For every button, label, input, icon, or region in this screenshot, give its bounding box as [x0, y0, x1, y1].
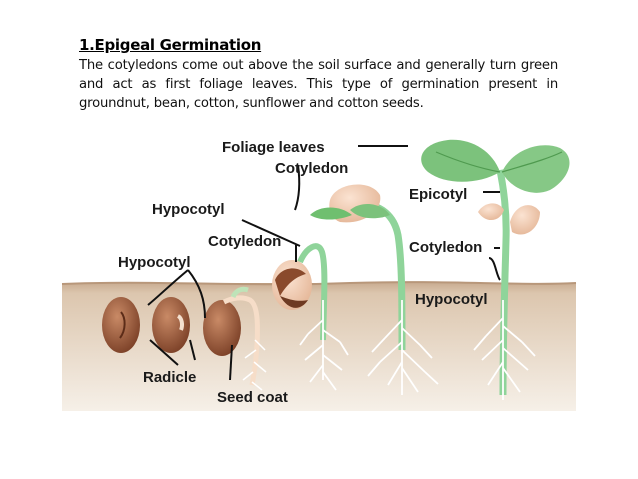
section-title: 1.Epigeal Germination — [79, 36, 262, 54]
label-hypocotyl-right: Hypocotyl — [415, 291, 488, 308]
label-seed-coat: Seed coat — [217, 389, 288, 406]
seedling-stage-4 — [272, 243, 349, 391]
seed-stage-2 — [152, 297, 190, 353]
seed-stage-1 — [102, 297, 140, 353]
label-cotyledon-right: Cotyledon — [409, 239, 482, 256]
label-cotyledon-top: Cotyledon — [275, 160, 348, 177]
label-foliage-leaves: Foliage leaves — [222, 139, 325, 156]
label-hypocotyl-left: Hypocotyl — [118, 254, 191, 271]
label-epicotyl: Epicotyl — [409, 186, 467, 203]
leader-lines — [147, 145, 501, 381]
seed-stage-3 — [203, 286, 267, 391]
seedling-stage-5 — [310, 184, 439, 395]
label-radicle: Radicle — [143, 369, 196, 386]
label-hypocotyl-mid: Hypocotyl — [152, 201, 225, 218]
seedling-stage-6 — [421, 139, 570, 400]
soil — [61, 281, 577, 411]
label-cotyledon-mid: Cotyledon — [208, 233, 281, 250]
section-description: The cotyledons come out above the soil s… — [79, 58, 558, 111]
